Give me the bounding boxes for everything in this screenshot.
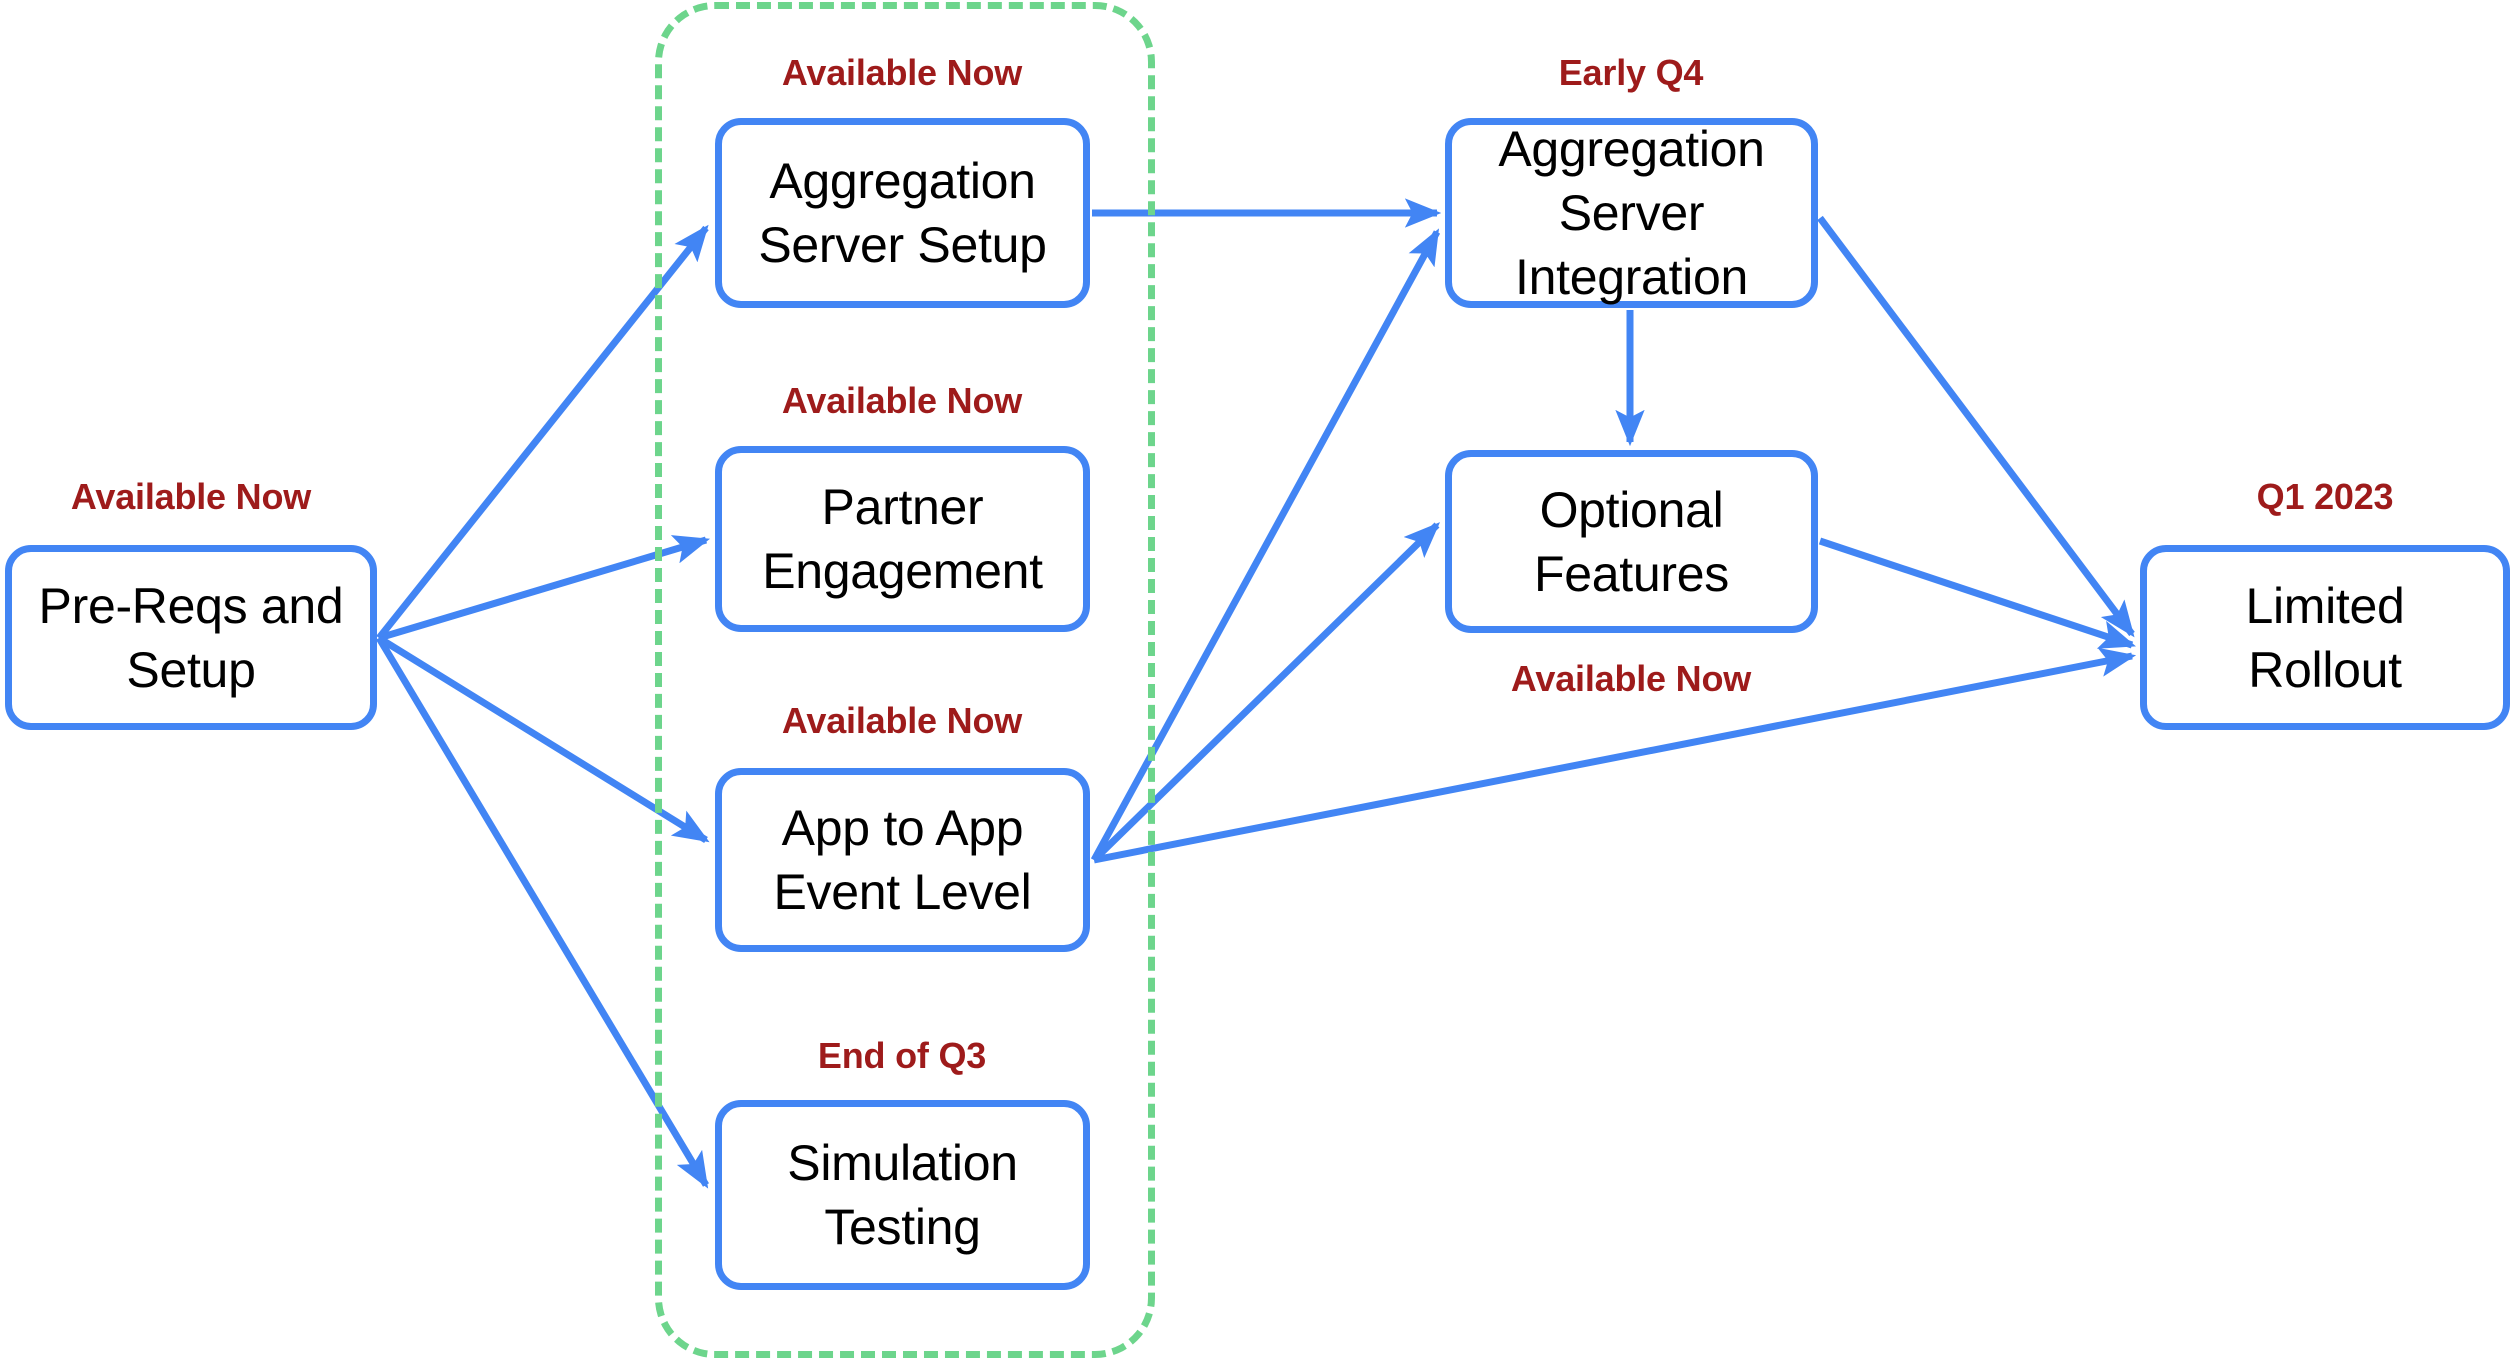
stage-label-app-to-app-event-level: Available Now [781,700,1023,741]
node-pre-reqs-and-setup[interactable]: Pre-Reqs and Setup [5,545,377,730]
stage-label-pre-reqs-and-setup: Available Now [70,476,312,517]
node-partner-engagement[interactable]: Partner Engagement [715,446,1090,632]
stage-label-aggregation-server-integration: Early Q4 [1558,52,1704,93]
node-aggregation-server-setup[interactable]: Aggregation Server Setup [715,118,1090,308]
stage-label-partner-engagement: Available Now [781,380,1023,421]
stage-label-aggregation-server-setup: Available Now [781,52,1023,93]
node-optional-features[interactable]: Optional Features [1445,450,1818,633]
node-app-to-app-event-level[interactable]: App to App Event Level [715,768,1090,952]
node-limited-rollout[interactable]: Limited Rollout [2140,545,2510,730]
stage-label-limited-rollout: Q1 2023 [2256,476,2394,517]
edge-aggregation-server-integration-to-limited-rollout [1817,215,2135,638]
available-now-group [655,2,1155,1358]
stage-label-optional-features: Available Now [1510,658,1752,699]
edges-group [375,198,2137,1189]
node-simulation-testing[interactable]: Simulation Testing [715,1100,1090,1290]
edge-optional-features-to-limited-rollout [1818,537,2136,649]
stage-label-simulation-testing: End of Q3 [817,1035,987,1076]
node-aggregation-server-integration[interactable]: Aggregation Server Integration [1445,118,1818,308]
